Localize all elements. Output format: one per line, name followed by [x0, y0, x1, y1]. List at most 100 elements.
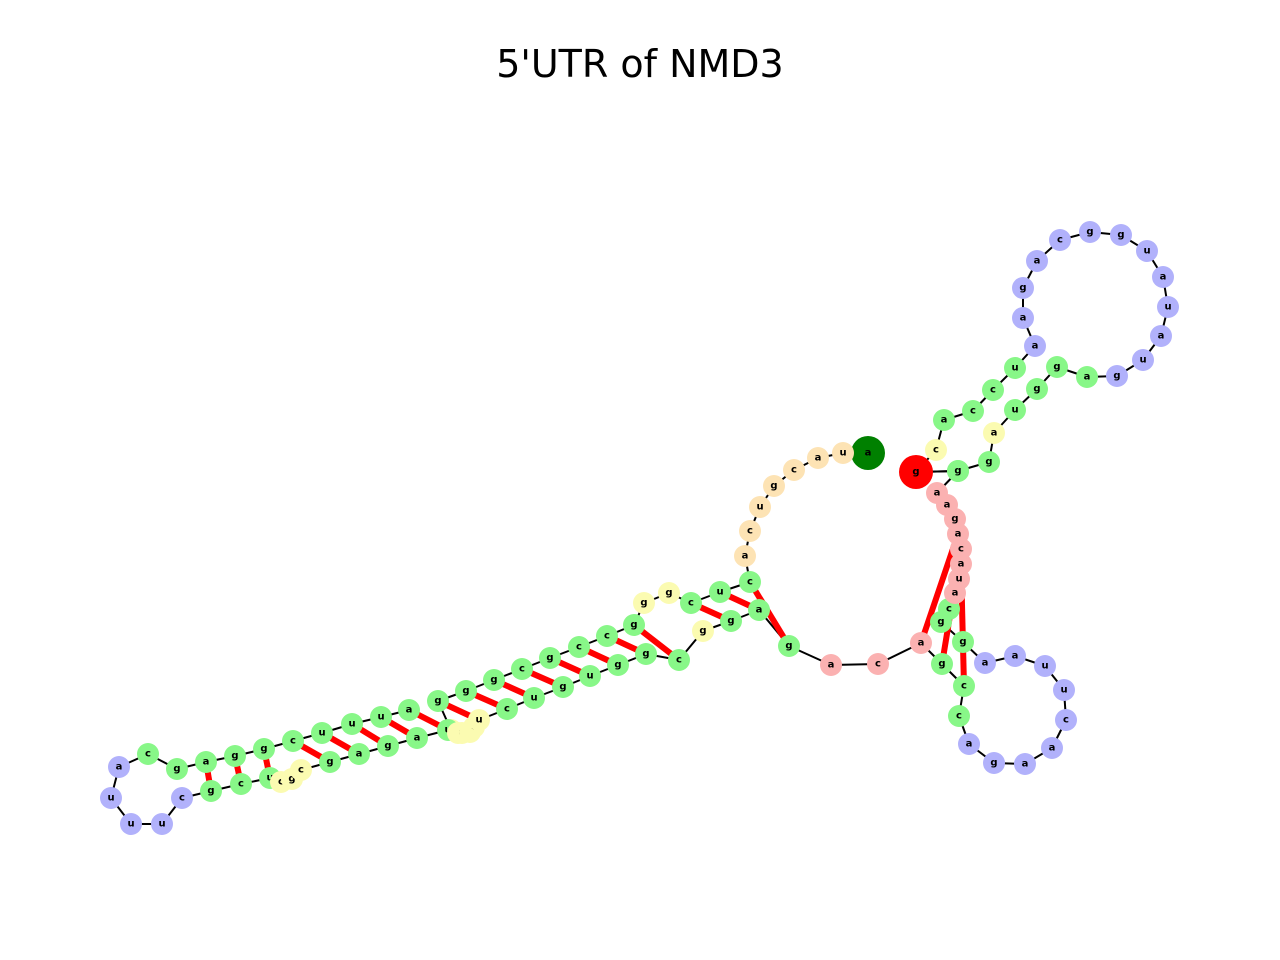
nucleotide: g: [253, 738, 275, 760]
nucleotide-circle: [658, 582, 680, 604]
nucleotide-circle: [607, 654, 629, 676]
nucleotide-label: g: [1113, 371, 1120, 382]
nucleotide-label: c: [946, 604, 952, 615]
nucleotide-label: u: [1164, 302, 1171, 313]
nucleotide: c: [867, 653, 889, 675]
nucleotide-label: u: [266, 773, 273, 784]
nucleotide-circle: [832, 442, 854, 464]
nucleotide-label: g: [231, 751, 238, 762]
nucleotide-circle: [739, 520, 761, 542]
nucleotide: g: [1046, 356, 1068, 378]
nucleotide-label: g: [546, 653, 553, 664]
nucleotide: c: [496, 698, 518, 720]
nucleotide-label: a: [966, 739, 973, 750]
nucleotide: g: [427, 690, 449, 712]
nucleotide-circle: [1157, 296, 1179, 318]
nucleotide-circle: [319, 751, 341, 773]
nucleotide-label: g: [938, 659, 945, 670]
nucleotide-circle: [151, 813, 173, 835]
nucleotide-circle: [978, 451, 1000, 473]
nucleotide-label: a: [1020, 313, 1027, 324]
nucleotide-label: c: [179, 793, 185, 804]
nucleotide-circle: [668, 649, 690, 671]
nucleotide: g: [763, 475, 785, 497]
nucleotide-label: g: [462, 686, 469, 697]
nucleotide: u: [370, 706, 392, 728]
nucleotide: a: [1014, 753, 1036, 775]
nucleotide: a: [974, 652, 996, 674]
nucleotide-circle: [734, 545, 756, 567]
nucleotide-circle: [1049, 229, 1071, 251]
nucleotide: g: [224, 745, 246, 767]
nucleotide-circle: [348, 743, 370, 765]
nucleotide-label: g: [614, 660, 621, 671]
nucleotide-label: c: [504, 704, 510, 715]
nucleotide: c: [282, 730, 304, 752]
nucleotide: g: [455, 680, 477, 702]
nucleotide: c: [668, 649, 690, 671]
nucleotide-label: g: [699, 626, 706, 637]
nucleotides-layer: auacgucacucgggccgcgggcauuucggagcauuucgcu…: [100, 221, 1179, 835]
nucleotide-circle: [496, 698, 518, 720]
nucleotide-label: u: [107, 793, 114, 804]
nucleotide: g: [720, 610, 742, 632]
nucleotide: a: [1012, 307, 1034, 329]
nucleotide: c: [137, 743, 159, 765]
nucleotide-label: g: [665, 588, 672, 599]
nucleotide: u: [1157, 296, 1179, 318]
nucleotide: g: [1110, 224, 1132, 246]
nucleotide-circle: [377, 735, 399, 757]
nucleotide-circle: [406, 727, 428, 749]
nucleotide: g: [947, 460, 969, 482]
nucleotide-circle: [230, 773, 252, 795]
nucleotide: a: [1004, 645, 1026, 667]
nucleotide-circle: [1079, 221, 1101, 243]
nucleotide-label: c: [970, 406, 976, 417]
nucleotide: c: [680, 592, 702, 614]
nucleotide-label: g: [785, 641, 792, 652]
nucleotide: u: [1034, 655, 1056, 677]
nucleotide-label: c: [519, 664, 525, 675]
nucleotide-label: c: [576, 642, 582, 653]
nucleotide: g: [607, 654, 629, 676]
nucleotide-label: g: [642, 649, 649, 660]
nucleotide-label: g: [937, 617, 944, 628]
nucleotide-label: u: [756, 502, 763, 513]
nucleotide-label: a: [406, 705, 413, 716]
nucleotide-label: u: [1139, 355, 1146, 366]
nucleotide-circle: [1046, 356, 1068, 378]
nucleotide: g: [377, 735, 399, 757]
nucleotide-label: g: [951, 514, 958, 525]
nucleotide-label: a: [1032, 341, 1039, 352]
nucleotide-label: c: [278, 777, 284, 788]
nucleotide: u: [1004, 357, 1026, 379]
nucleotide-label: g: [559, 682, 566, 693]
nucleotide-label: c: [956, 711, 962, 722]
nucleotide-label: g: [288, 774, 295, 785]
nucleotide-label: u: [530, 693, 537, 704]
base-pairs-layer: [203, 533, 967, 792]
nucleotide-circle: [749, 496, 771, 518]
nucleotide-label: u: [839, 448, 846, 459]
nucleotide: a: [1150, 325, 1172, 347]
nucleotide: a: [398, 699, 420, 721]
nucleotide-label: u: [586, 671, 593, 682]
nucleotide-circle: [948, 705, 970, 727]
nucleotide-label: g: [770, 481, 777, 492]
nucleotide: g: [552, 676, 574, 698]
nucleotide-label: g: [1053, 362, 1060, 373]
nucleotide-label: a: [356, 749, 363, 760]
nucleotide-label: u: [377, 712, 384, 723]
nucleotide: g: [778, 635, 800, 657]
nucleotide: u: [1053, 679, 1075, 701]
nucleotide-label: c: [747, 526, 753, 537]
nucleotide-circle: [807, 447, 829, 469]
nucleotide-label: a: [958, 559, 965, 570]
nucleotide-circle: [1132, 349, 1154, 371]
nucleotide-circle: [282, 730, 304, 752]
nucleotide-label: u: [158, 819, 165, 830]
nucleotide-circle: [100, 787, 122, 809]
nucleotide-circle: [1055, 709, 1077, 731]
nucleotide: c: [982, 379, 1004, 401]
nucleotide-circle: [1076, 366, 1098, 388]
